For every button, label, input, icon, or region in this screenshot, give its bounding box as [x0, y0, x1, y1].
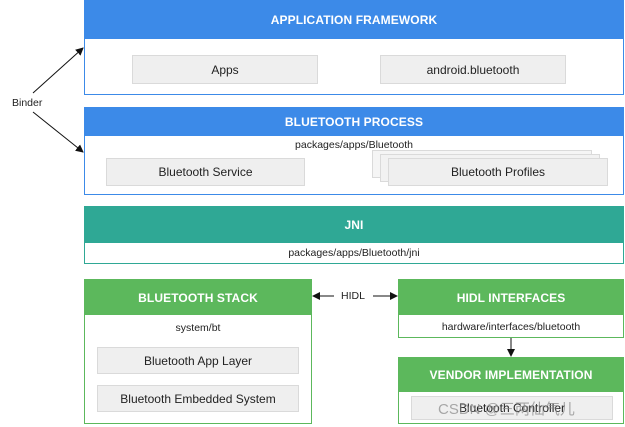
bluetooth-profiles-component: Bluetooth Profiles: [388, 158, 608, 186]
hidl-interfaces-title: HIDL INTERFACES: [399, 280, 623, 315]
jni-layer: JNI packages/apps/Bluetooth/jni: [84, 206, 624, 264]
bluetooth-process-title: BLUETOOTH PROCESS: [85, 108, 623, 136]
bluetooth-controller-component: Bluetooth Controller: [411, 396, 613, 420]
hidl-label: HIDL: [341, 290, 365, 302]
bluetooth-stack-path: system/bt: [175, 322, 221, 334]
binder-label: Binder: [12, 97, 43, 109]
bluetooth-app-layer-component: Bluetooth App Layer: [97, 347, 299, 374]
bluetooth-stack-layer: BLUETOOTH STACK system/bt Bluetooth App …: [84, 279, 312, 424]
apps-component: Apps: [132, 55, 318, 84]
bluetooth-process-layer: BLUETOOTH PROCESS packages/apps/Bluetoot…: [84, 107, 624, 195]
bluetooth-embedded-system-component: Bluetooth Embedded System: [97, 385, 299, 412]
hidl-interfaces-path: hardware/interfaces/bluetooth: [441, 321, 581, 333]
binder-arrow-down: [32, 111, 84, 153]
android-bluetooth-component: android.bluetooth: [380, 55, 566, 84]
application-framework-layer: APPLICATION FRAMEWORK Apps android.bluet…: [84, 0, 624, 95]
vendor-implementation-layer: VENDOR IMPLEMENTATION Bluetooth Controll…: [398, 357, 624, 424]
binder-arrow-up: [32, 47, 84, 94]
bluetooth-process-path: packages/apps/Bluetooth: [295, 139, 413, 151]
application-framework-title: APPLICATION FRAMEWORK: [85, 1, 623, 39]
watermark: CSDN @三两仙气儿: [438, 401, 575, 418]
bluetooth-stack-title: BLUETOOTH STACK: [85, 280, 311, 315]
jni-title: JNI: [85, 207, 623, 243]
hidl-interfaces-layer: HIDL INTERFACES hardware/interfaces/blue…: [398, 279, 624, 338]
jni-path: packages/apps/Bluetooth/jni: [288, 247, 420, 259]
vendor-implementation-title: VENDOR IMPLEMENTATION: [399, 358, 623, 392]
bluetooth-service-component: Bluetooth Service: [106, 158, 305, 186]
